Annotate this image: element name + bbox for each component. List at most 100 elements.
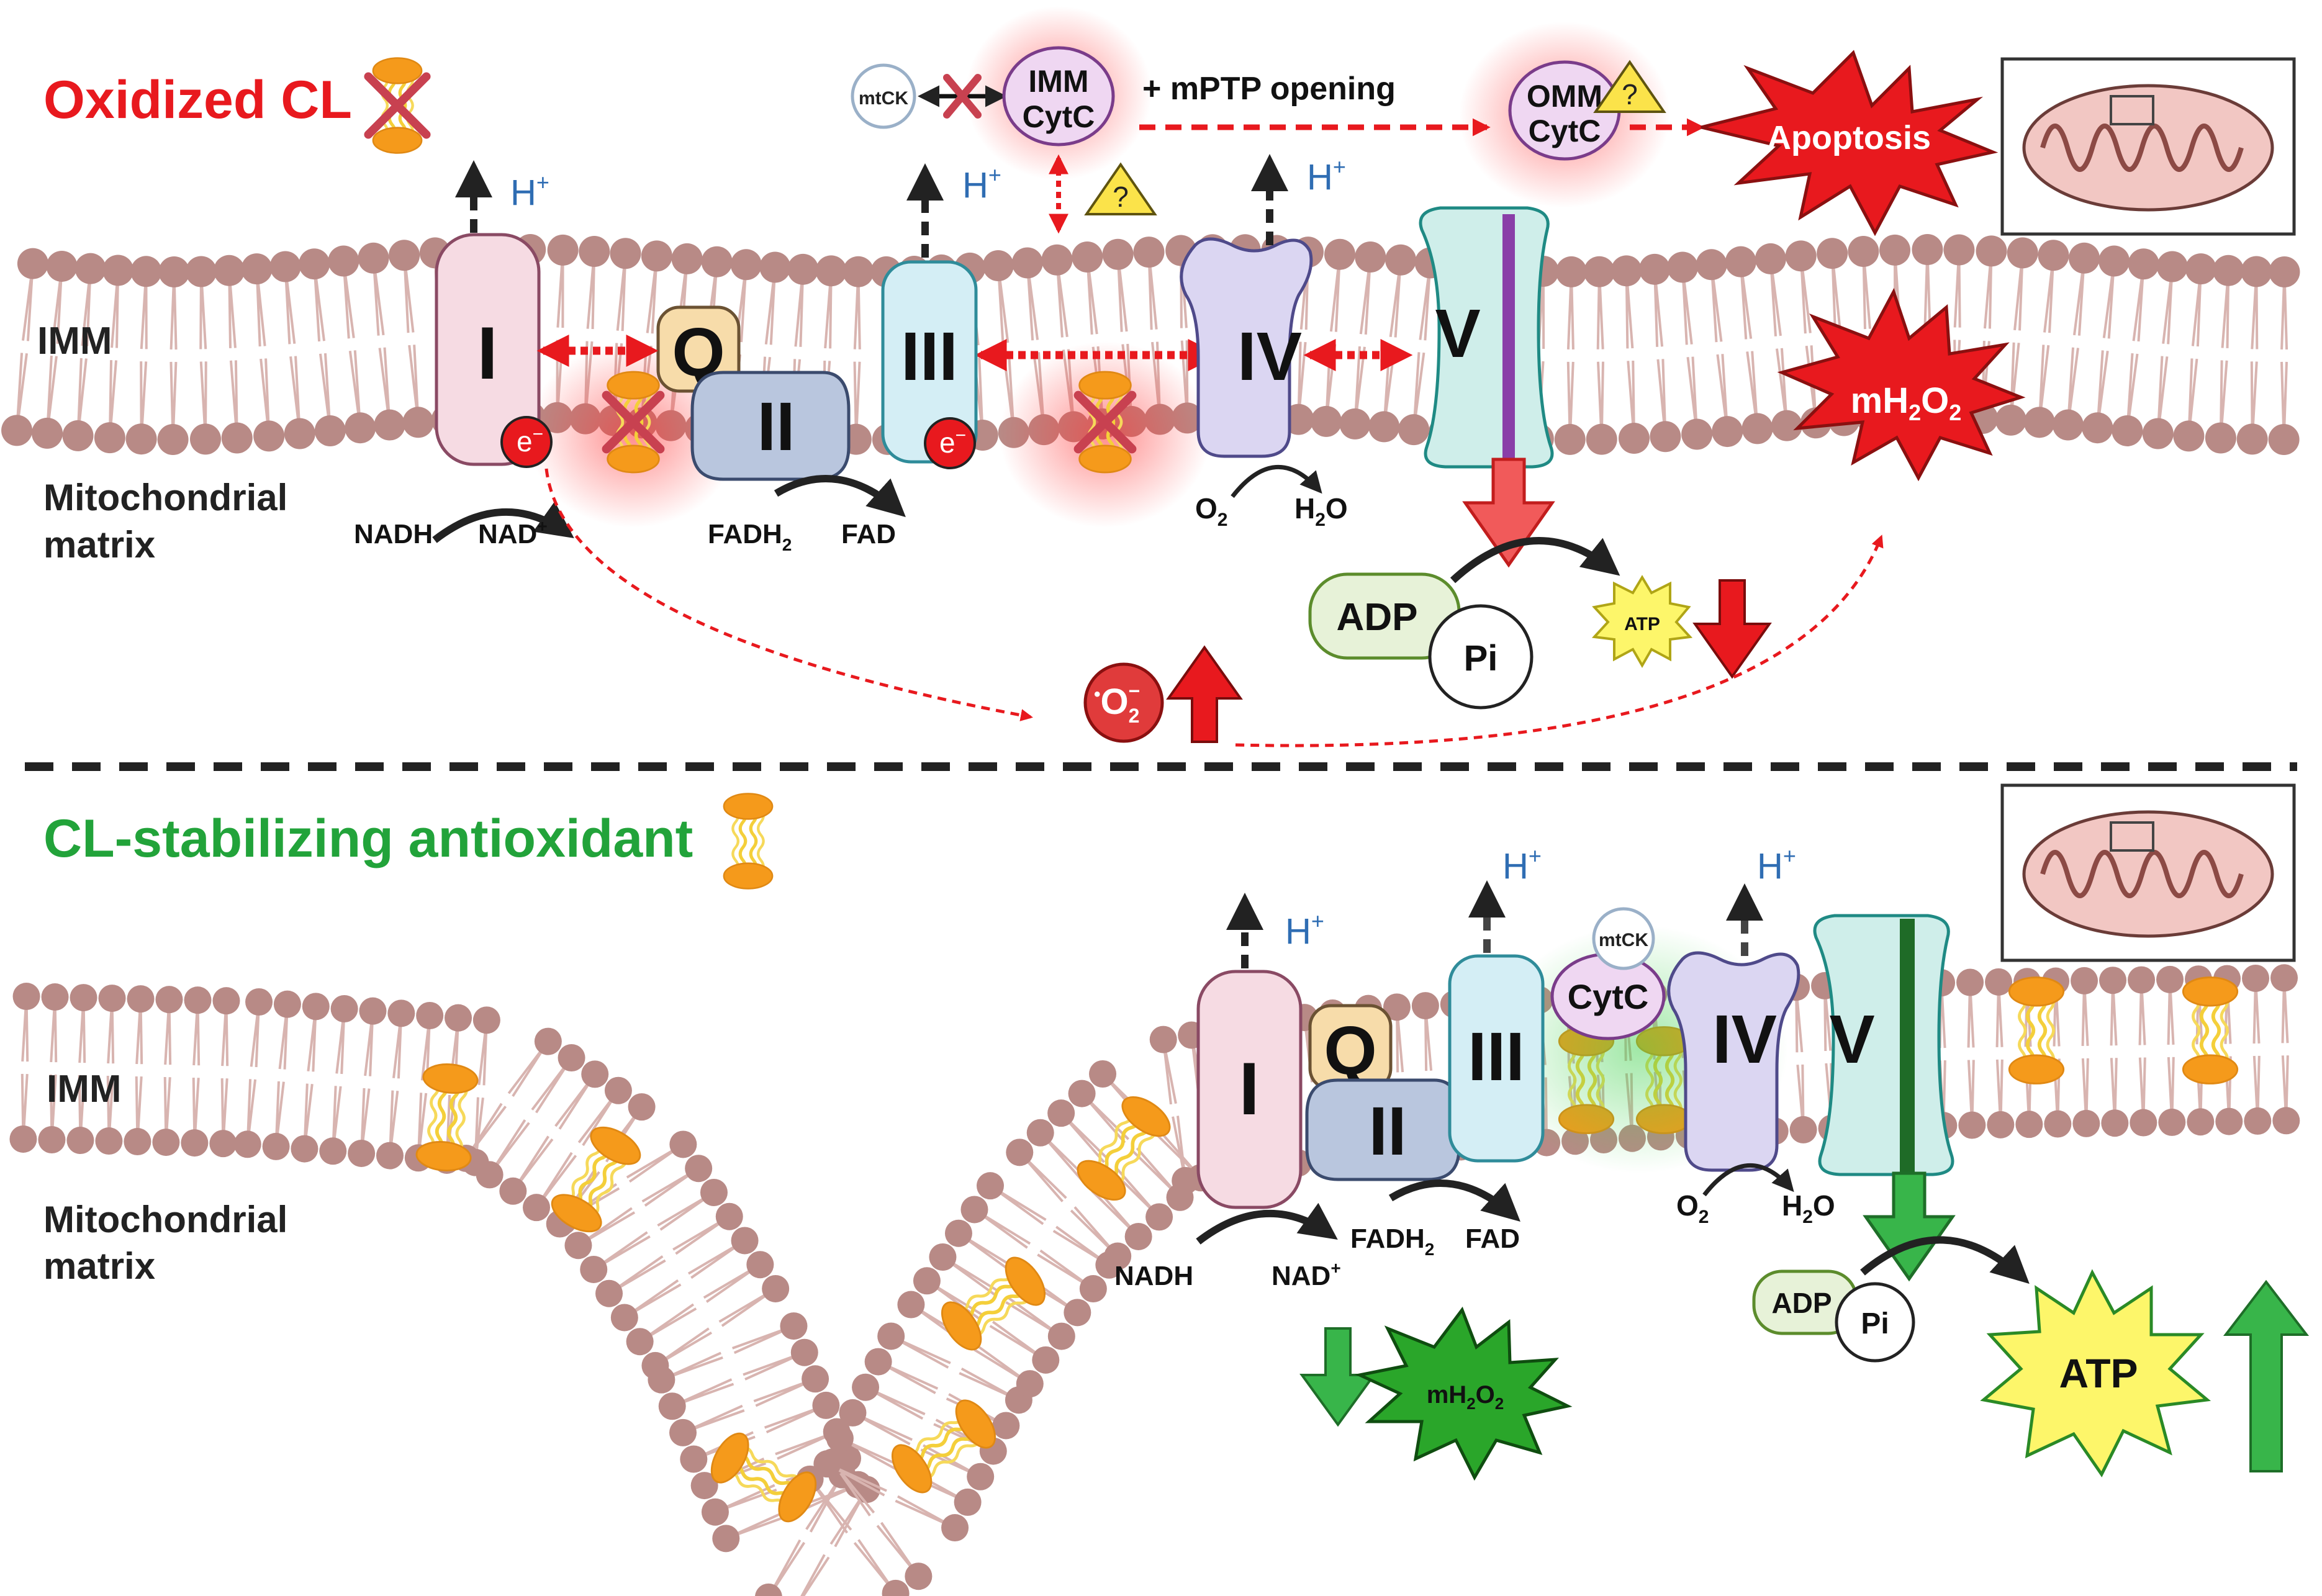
lipid-tail xyxy=(800,1554,830,1596)
lipid-head xyxy=(610,1304,638,1332)
lipid-head xyxy=(730,249,762,281)
lipid-head xyxy=(976,1172,1004,1200)
lipid-head xyxy=(685,1155,713,1183)
lipid-head xyxy=(2187,1108,2215,1136)
lipid-head xyxy=(359,997,387,1025)
lipid-head xyxy=(1032,1346,1060,1374)
lipid-head xyxy=(38,1125,66,1153)
lipid-head xyxy=(2071,967,2098,994)
lipid-head xyxy=(1355,241,1386,273)
fad-bottom-label: FAD xyxy=(1465,1224,1520,1254)
superoxide-increase-arrow xyxy=(1166,645,1243,743)
lipid-head xyxy=(1324,238,1355,270)
h2o-label: H2O xyxy=(1294,492,1348,530)
lipid-head xyxy=(2112,415,2143,446)
lipid-head xyxy=(212,987,240,1015)
lipid-head xyxy=(1172,1166,1199,1194)
lipid-head xyxy=(1817,238,1848,269)
omm-cytc-label-2: CytC xyxy=(1529,114,1601,148)
top-matrix-label-2: matrix xyxy=(43,524,155,566)
complex-v-bottom xyxy=(1813,914,1954,1176)
lipid-head xyxy=(70,984,97,1012)
lipid-head xyxy=(302,993,330,1021)
complex-v-stalk xyxy=(1502,214,1515,469)
lipid-head xyxy=(291,1135,318,1163)
atp-increase-arrow xyxy=(2223,1279,2310,1472)
lipid-head xyxy=(125,423,157,455)
lipid-head xyxy=(1696,249,1727,281)
lipid-head xyxy=(1104,1242,1132,1270)
lipid-head xyxy=(812,1391,840,1419)
h2o2-decrease-arrow xyxy=(1299,1327,1376,1427)
lipid-head xyxy=(1383,993,1411,1021)
o2-reaction-arrow xyxy=(1231,465,1322,498)
complex-iii-label: III xyxy=(901,318,958,395)
lipid-head xyxy=(2156,965,2184,993)
lipid-head xyxy=(348,1139,376,1167)
complex-iv xyxy=(1180,237,1313,458)
lipid-head xyxy=(1958,1111,1986,1139)
lipid-head xyxy=(690,1472,718,1500)
lipid-head xyxy=(1995,404,2026,436)
lipid-head xyxy=(9,1125,37,1153)
lipid-head xyxy=(1586,423,1617,455)
lipid-head xyxy=(700,1178,728,1206)
cytc-bottom-label: CytC xyxy=(1568,977,1649,1016)
fadh2-reaction-arrow-bottom xyxy=(1388,1179,1520,1222)
lipid-head xyxy=(669,1418,697,1446)
lipid-head xyxy=(152,1129,180,1156)
mitochondrion-icon-top xyxy=(2022,84,2274,212)
omm-cytc-label-1: OMM xyxy=(1527,79,1602,114)
lipid-head xyxy=(2272,1107,2300,1135)
h-plus-i-bottom: H+ xyxy=(1285,908,1324,952)
lipid-head xyxy=(376,1142,404,1170)
lipid-head xyxy=(982,250,1014,281)
lipid-head xyxy=(715,1202,743,1230)
lipid-head xyxy=(214,255,245,286)
atp-synthesis-arrow-top xyxy=(1450,537,1620,584)
complex-iv-bottom-label: IV xyxy=(1712,1001,1777,1078)
nadh-reaction-arrow-bottom xyxy=(1196,1202,1338,1245)
lipid-head xyxy=(839,1399,867,1427)
complex-iii-bottom xyxy=(1448,954,1545,1163)
lipid-head xyxy=(669,1130,697,1158)
lipid-head xyxy=(2236,423,2268,455)
complex-ii-label: II xyxy=(757,389,795,465)
lipid-head xyxy=(1985,968,2013,996)
lipid-head xyxy=(328,245,359,277)
lipid-head xyxy=(241,253,273,285)
question-warning-1 xyxy=(1084,162,1157,215)
lipid-head xyxy=(221,422,253,454)
lipid-head xyxy=(185,256,217,287)
lipid-head xyxy=(499,1177,527,1205)
lipid-head xyxy=(2128,248,2159,280)
lipid-head xyxy=(184,986,212,1014)
lipid-head xyxy=(41,983,69,1011)
lipid-head xyxy=(2185,253,2216,285)
lipid-head xyxy=(2242,964,2270,992)
imm-cytc xyxy=(1002,46,1115,147)
complex-ii-bottom-label: II xyxy=(1368,1093,1406,1170)
lipid-head xyxy=(102,255,134,286)
lipid-head xyxy=(2270,964,2298,992)
lipid-head xyxy=(671,243,703,274)
lipid-head xyxy=(913,1267,941,1295)
lipid-head xyxy=(1618,423,1650,454)
lipid-head xyxy=(2069,242,2100,274)
complex-v-bottom-label: V xyxy=(1829,1001,1874,1078)
lipid-head xyxy=(157,423,189,455)
mtck-top-label: mtCK xyxy=(859,88,908,109)
lipid-head xyxy=(1848,236,1879,268)
lipid-head xyxy=(2173,420,2205,452)
lipid-head xyxy=(877,1322,905,1350)
lipid-head xyxy=(780,1312,808,1340)
h-plus-i: H+ xyxy=(510,169,549,213)
pi-top-label: Pi xyxy=(1464,638,1498,679)
lipid-head xyxy=(98,985,126,1012)
lipid-head xyxy=(31,417,63,449)
pi-top xyxy=(1428,604,1534,710)
lipid-head xyxy=(1026,1119,1054,1147)
electron-1 xyxy=(500,416,553,468)
atp-synthesis-arrow-bottom xyxy=(1860,1236,2030,1284)
